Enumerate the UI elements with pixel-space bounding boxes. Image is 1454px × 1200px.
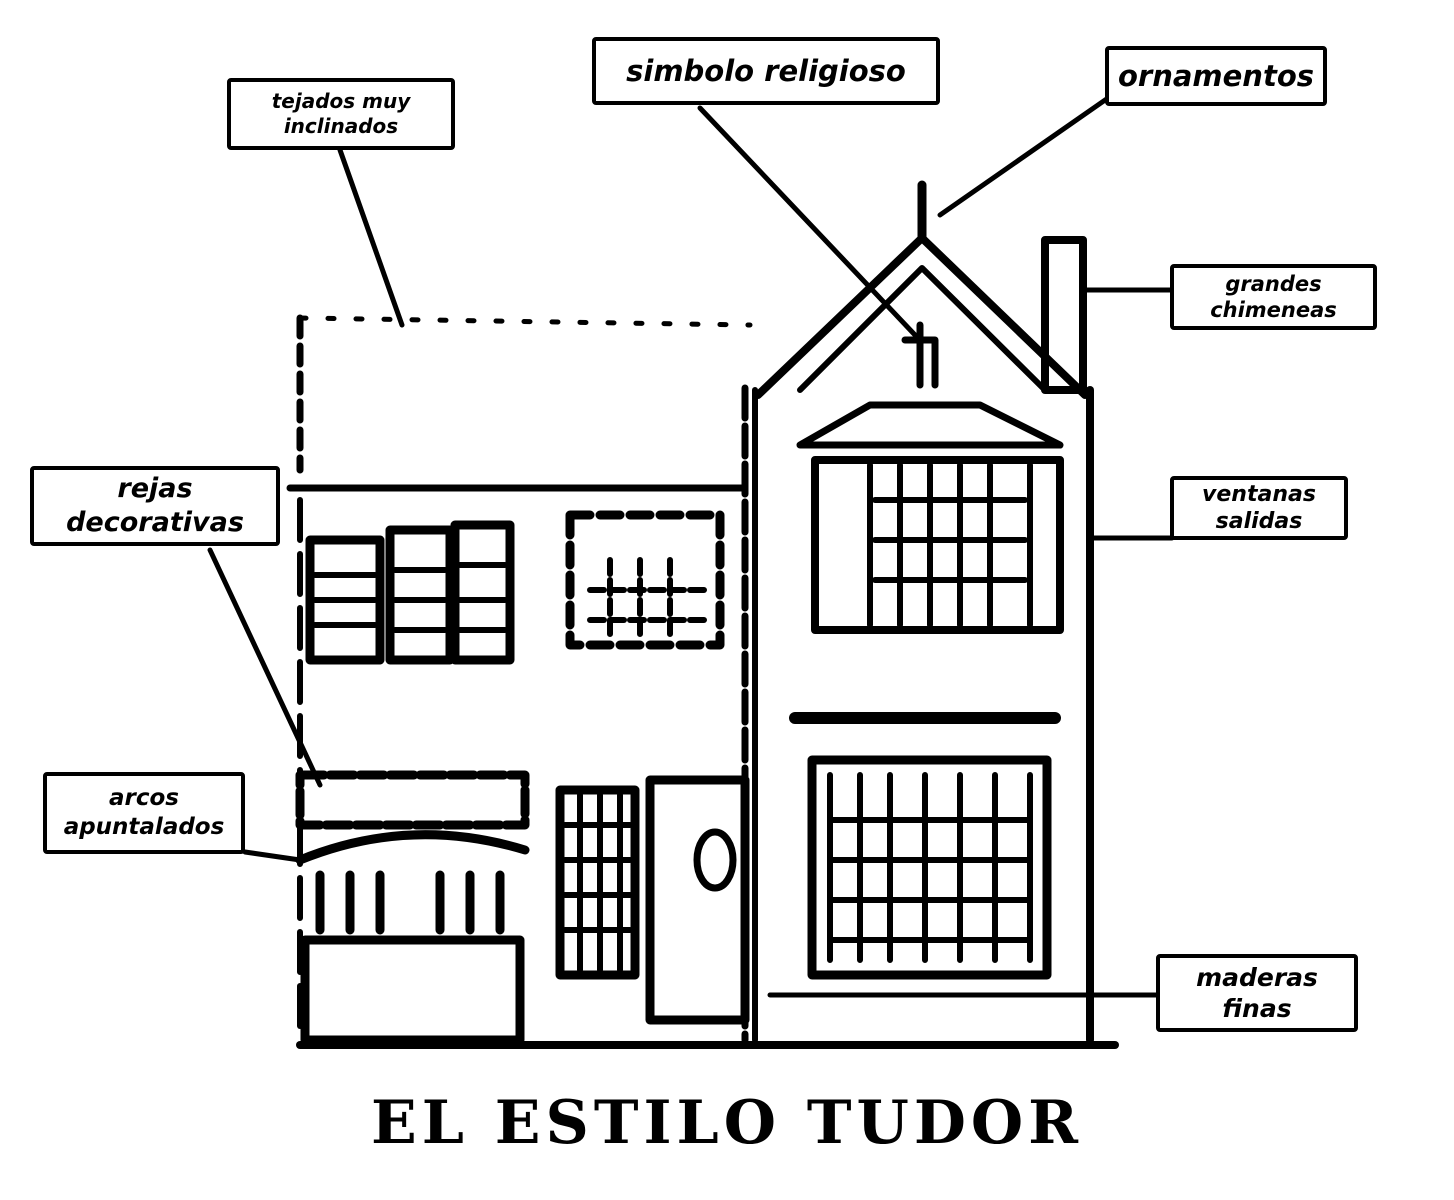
label-maderas-finas: maderas finas: [1156, 954, 1358, 1032]
window-ul-3: [450, 520, 515, 665]
bay-roof: [796, 401, 1064, 449]
window-ul-2: [385, 525, 455, 665]
door-oval: [693, 828, 737, 892]
religious-symbol: [901, 321, 939, 389]
gable-inner: [797, 265, 1048, 393]
label-tejados-muy-inclinados: tejados muy inclinados: [227, 78, 455, 150]
right-wing: [752, 180, 1094, 1044]
door-left-window: [555, 785, 640, 980]
leader-lines: [207, 95, 1175, 998]
window-ul-4: [565, 510, 725, 650]
label-simbolo-religioso: simbolo religioso: [592, 37, 940, 105]
label-arcos-apuntalados: arcos apuntalados: [43, 772, 245, 854]
window-ul-1: [305, 535, 385, 665]
leader-arcos: [242, 849, 303, 863]
label-ornamentos: ornamentos: [1105, 46, 1327, 106]
leader-simbolo: [697, 105, 918, 338]
lower-window: [807, 755, 1052, 980]
upper-left-windows: [305, 510, 725, 665]
leader-ornamentos: [937, 95, 1111, 218]
porch-grille: [295, 770, 530, 830]
label-ventanas-salidas: ventanas salidas: [1170, 476, 1348, 540]
porch-base: [300, 935, 525, 1045]
gable: [754, 234, 1089, 399]
bay-window: [811, 456, 1064, 634]
leader-rejas: [207, 547, 323, 788]
front-door: [645, 775, 750, 1025]
porch-arch: [295, 830, 530, 865]
label-grandes-chimeneas: grandes chimeneas: [1170, 264, 1377, 330]
porch: [295, 770, 750, 1045]
porch-columns: [315, 870, 505, 935]
leader-tejados: [337, 147, 405, 328]
page-title: EL ESTILO TUDOR: [370, 1088, 1084, 1158]
chimney: [1041, 236, 1087, 394]
left-roof-top: [297, 315, 753, 328]
label-rejas-decorativas: rejas decorativas: [30, 466, 280, 546]
